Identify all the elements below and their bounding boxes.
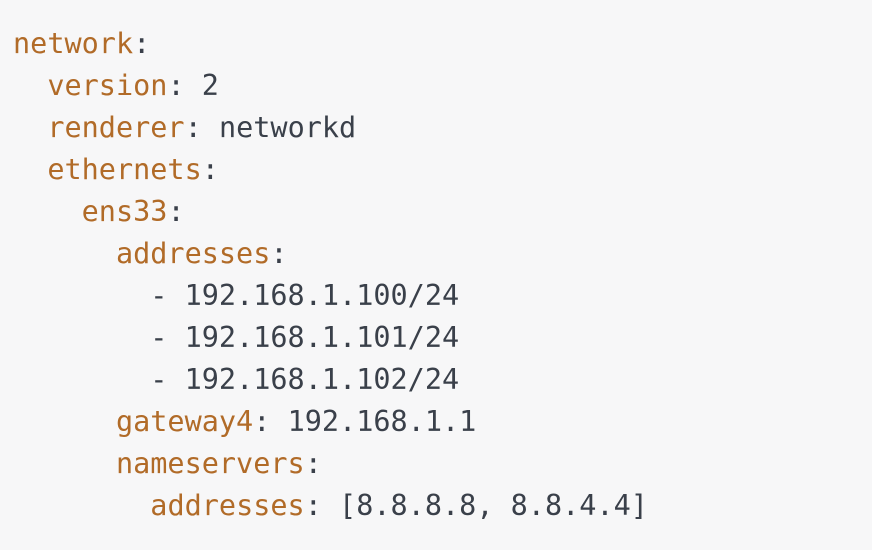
code-line: addresses: [8.8.8.8, 8.8.4.4] xyxy=(13,485,852,527)
code-line: gateway4: 192.168.1.1 xyxy=(13,401,852,443)
yaml-value: [8.8.8.8, 8.8.4.4] xyxy=(321,489,648,522)
yaml-key: gateway4 xyxy=(115,405,254,438)
yaml-punctuation: : xyxy=(133,27,151,60)
yaml-value: 192.168.1.101/24 xyxy=(184,321,460,354)
yaml-key: network xyxy=(13,27,134,60)
yaml-value: 2 xyxy=(184,69,219,102)
code-line: - 192.168.1.102/24 xyxy=(13,359,852,401)
code-line: network: xyxy=(13,23,852,65)
yaml-punctuation: : xyxy=(201,153,219,186)
yaml-value: 192.168.1.102/24 xyxy=(184,363,460,396)
yaml-punctuation: : xyxy=(167,69,185,102)
yaml-key: addresses xyxy=(150,489,305,522)
code-line: nameservers: xyxy=(13,443,852,485)
yaml-punctuation: : xyxy=(167,195,185,228)
yaml-punctuation: : xyxy=(184,111,202,144)
yaml-key: ens33 xyxy=(81,195,168,228)
yaml-value: networkd xyxy=(201,111,357,144)
yaml-punctuation: : xyxy=(270,237,288,270)
yaml-value: 192.168.1.100/24 xyxy=(184,279,460,312)
code-line: - 192.168.1.100/24 xyxy=(13,275,852,317)
yaml-key: ethernets xyxy=(47,153,202,186)
yaml-value: 192.168.1.1 xyxy=(270,405,477,438)
code-line: version: 2 xyxy=(13,65,852,107)
yaml-punctuation: - xyxy=(150,279,185,312)
yaml-punctuation: : xyxy=(304,489,322,522)
yaml-punctuation: - xyxy=(150,321,185,354)
yaml-key: nameservers xyxy=(115,447,305,480)
yaml-punctuation: : xyxy=(253,405,271,438)
code-line: ethernets: xyxy=(13,149,852,191)
yaml-key: addresses xyxy=(115,237,271,270)
code-line: ens33: xyxy=(13,191,852,233)
yaml-punctuation: : xyxy=(304,447,322,480)
yaml-punctuation: - xyxy=(150,363,185,396)
code-line: - 192.168.1.101/24 xyxy=(13,317,852,359)
yaml-key: version xyxy=(47,69,168,102)
yaml-key: renderer xyxy=(47,111,185,144)
code-line: renderer: networkd xyxy=(13,107,852,149)
code-line: addresses: xyxy=(13,233,852,275)
